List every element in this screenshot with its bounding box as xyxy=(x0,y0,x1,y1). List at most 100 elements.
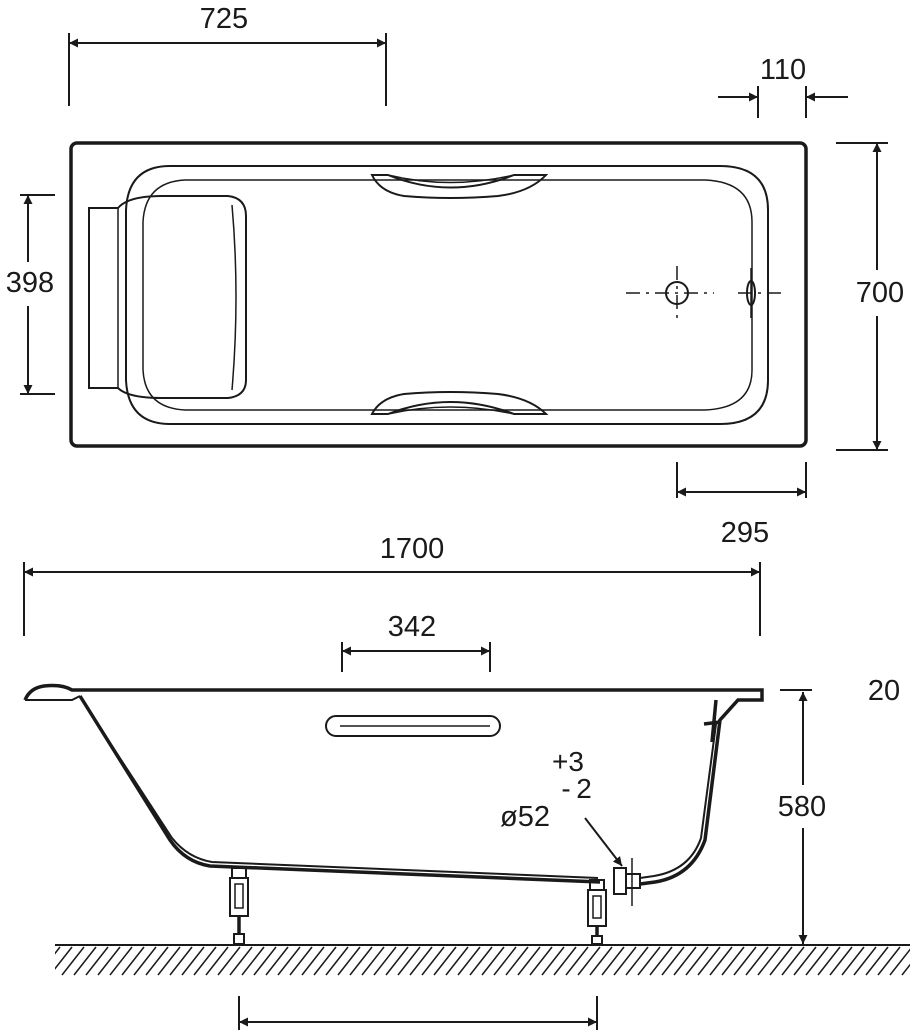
dimension-580-label: 580 xyxy=(778,791,826,823)
floor-hatch-line xyxy=(313,946,337,976)
floor-hatch-line xyxy=(229,946,253,976)
bottom-handle xyxy=(370,391,549,415)
tub-side-profile xyxy=(23,683,764,886)
floor-hatch-line xyxy=(55,946,73,970)
drain-tolerance-minus-value: 2 xyxy=(576,773,592,804)
floor-hatch-line xyxy=(553,946,577,976)
floor-hatch-line xyxy=(205,946,229,976)
drain-diameter-label: ø52 xyxy=(500,801,550,833)
floor-hatch-line xyxy=(217,946,241,976)
floor-hatch-line xyxy=(793,946,817,976)
drain-annotation: +3 - 2 ø52 xyxy=(500,746,623,867)
floor-hatch-line xyxy=(349,946,373,976)
floor-hatch-line xyxy=(649,946,673,976)
dimension-20: 20 xyxy=(780,675,900,707)
floor-hatch-line xyxy=(157,946,181,976)
floor-hatch-line xyxy=(517,946,541,976)
floor-hatch-line xyxy=(277,946,301,976)
floor-hatch-line xyxy=(241,946,265,976)
floor-hatch-line xyxy=(781,946,805,976)
floor-ground xyxy=(55,944,910,976)
floor-hatch-line xyxy=(469,946,493,976)
dimension-700-label: 700 xyxy=(856,277,904,309)
tub-basin-floor xyxy=(142,179,753,411)
floor-hatch-line xyxy=(637,946,661,976)
floor-hatch-line xyxy=(889,948,910,976)
floor-hatch-line xyxy=(457,946,481,976)
top-view: 725 110 398 700 xyxy=(6,3,904,549)
floor-hatch-line xyxy=(661,946,685,976)
floor-hatch-line xyxy=(853,946,877,976)
floor-hatch-line xyxy=(337,946,361,976)
floor-hatch-line xyxy=(289,946,313,976)
floor-hatch-line xyxy=(97,946,121,976)
floor-hatch-line xyxy=(55,946,61,955)
floor-hatch-line xyxy=(397,946,421,976)
floor-hatch-line xyxy=(109,946,133,976)
floor-hatch-line xyxy=(613,946,637,976)
floor-hatch-line xyxy=(85,946,109,976)
dimension-110-label: 110 xyxy=(760,54,806,86)
floor-hatch-line xyxy=(361,946,385,976)
drain-tolerance-plus: +3 xyxy=(552,746,584,777)
dimension-398: 398 xyxy=(6,194,55,395)
floor-hatch-line xyxy=(193,946,217,976)
floor-hatch-line xyxy=(409,946,433,976)
overflow-hole xyxy=(738,268,782,318)
side-handle xyxy=(325,715,501,737)
right-leg xyxy=(587,879,607,945)
floor-hatch-line xyxy=(265,946,289,976)
floor-hatch-line xyxy=(325,946,349,976)
dimension-295-label: 295 xyxy=(721,517,769,549)
left-leg xyxy=(229,867,249,945)
floor-hatch-line xyxy=(817,946,841,976)
floor-hatch-line xyxy=(505,946,529,976)
floor-hatch-line xyxy=(121,946,145,976)
floor-hatch-line xyxy=(181,946,205,976)
floor-hatch-line xyxy=(73,946,97,976)
floor-hatch-line xyxy=(61,946,85,976)
floor-hatch-line xyxy=(421,946,445,976)
top-handle xyxy=(370,174,549,199)
dimension-342-label: 342 xyxy=(388,611,436,643)
dimension-398-label: 398 xyxy=(6,267,54,299)
floor-hatch-line xyxy=(769,946,793,976)
dimension-342: 342 xyxy=(341,611,491,672)
floor-hatch-line xyxy=(589,946,613,976)
floor-hatch-line xyxy=(253,946,277,976)
dimension-1700: 1700 xyxy=(23,533,761,636)
floor-hatch-line xyxy=(301,946,325,976)
dimension-leg-spacing xyxy=(238,996,598,1030)
tub-inner-basin xyxy=(125,165,769,425)
floor-hatch-line xyxy=(865,946,889,976)
floor-hatch-line xyxy=(841,946,865,976)
floor-hatch-line xyxy=(133,946,157,976)
drain-tolerance-minus-sign: - xyxy=(561,773,570,804)
floor-hatch-line xyxy=(169,946,193,976)
floor-hatch-line xyxy=(745,946,769,976)
dimension-295: 295 xyxy=(676,462,807,549)
floor-hatch-line xyxy=(805,946,829,976)
side-view: 1700 342 xyxy=(23,533,910,1030)
floor-hatch-line xyxy=(541,946,565,976)
dimension-20-label: 20 xyxy=(868,675,900,707)
dimension-725-label: 725 xyxy=(200,3,248,35)
floor-hatch-line xyxy=(145,946,169,976)
floor-hatch-line xyxy=(901,963,910,976)
floor-hatch-line xyxy=(877,946,901,976)
floor-hatch-line xyxy=(601,946,625,976)
floor-hatch-line xyxy=(757,946,781,976)
floor-hatch-line xyxy=(625,946,649,976)
floor-hatch-line xyxy=(685,946,709,976)
tub-outer-rim xyxy=(69,141,808,448)
floor-hatch-line xyxy=(529,946,553,976)
floor-hatch-line xyxy=(733,946,757,976)
floor-hatch-line xyxy=(577,946,601,976)
floor-hatch-line xyxy=(373,946,397,976)
dimension-110: 110 xyxy=(718,54,848,118)
floor-hatch-line xyxy=(673,946,697,976)
floor-hatch-line xyxy=(481,946,505,976)
floor-hatch-line xyxy=(697,946,721,976)
floor-hatch-line xyxy=(445,946,469,976)
